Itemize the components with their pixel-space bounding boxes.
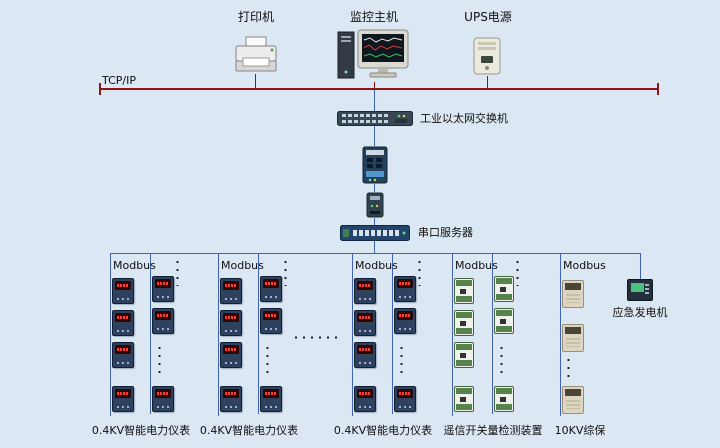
power-meter-icon: [220, 310, 242, 336]
tcpip-label: TCP/IP: [102, 74, 136, 87]
power-meter-icon: [354, 310, 376, 336]
modbus-label: Modbus: [355, 259, 398, 272]
printer-drop-line: [255, 74, 256, 89]
protection-relay-icon: [562, 324, 584, 352]
generator-label: 应急发电机: [612, 306, 668, 319]
vertical-ellipsis: [567, 356, 570, 382]
bus-line: [150, 253, 151, 414]
ups-label: UPS电源: [464, 10, 512, 24]
bus-line: [640, 253, 641, 279]
group-caption: 0.4KV智能电力仪表: [199, 424, 299, 437]
power-meter-icon: [152, 386, 174, 412]
monitor-host-label: 监控主机: [349, 10, 398, 24]
network-line: [374, 241, 375, 253]
power-meter-icon: [354, 386, 376, 412]
vertical-ellipsis: [418, 258, 421, 286]
power-meter-icon: [112, 342, 134, 368]
io-module-icon: [494, 308, 514, 334]
network-line: [374, 218, 375, 225]
power-meter-icon: [394, 386, 416, 412]
power-meter-icon: [354, 342, 376, 368]
vertical-ellipsis: [500, 344, 503, 378]
bus-line: [392, 253, 393, 414]
bus-line: [452, 253, 453, 416]
horizontal-ellipsis: [292, 336, 340, 339]
serial-server-icon: [340, 225, 410, 241]
power-meter-icon: [260, 276, 282, 302]
io-module-icon: [454, 386, 474, 412]
modbus-label: Modbus: [455, 259, 498, 272]
vertical-ellipsis: [516, 258, 519, 286]
group-caption: 0.4KV智能电力仪表: [333, 424, 433, 437]
bus-line: [560, 253, 561, 416]
modbus-label: Modbus: [113, 259, 156, 272]
ethernet-switch-label: 工业以太网交换机: [420, 112, 508, 125]
power-meter-icon: [260, 308, 282, 334]
ups-icon: [473, 37, 501, 75]
power-meter-icon: [112, 278, 134, 304]
serial-server-label: 串口服务器: [418, 226, 473, 239]
network-line: [374, 184, 375, 192]
bus-line: [110, 253, 111, 416]
io-module-icon: [454, 342, 474, 368]
ups-drop-line: [487, 76, 488, 89]
io-module-icon: [454, 310, 474, 336]
power-meter-icon: [220, 386, 242, 412]
modbus-label: Modbus: [221, 259, 264, 272]
power-meter-icon: [394, 308, 416, 334]
network-line: [374, 126, 375, 146]
group-caption: 10KV综保: [554, 424, 606, 437]
power-meter-icon: [112, 310, 134, 336]
vertical-ellipsis: [400, 344, 403, 378]
power-meter-icon: [112, 386, 134, 412]
power-meter-icon: [354, 278, 376, 304]
io-module-icon: [494, 276, 514, 302]
modbus-label: Modbus: [563, 259, 606, 272]
power-meter-icon: [152, 276, 174, 302]
media-converter-icon: [366, 192, 384, 218]
din-rail-switch-icon: [362, 146, 388, 184]
network-line: [374, 90, 375, 111]
protection-relay-icon: [562, 386, 584, 414]
power-meter-icon: [260, 386, 282, 412]
protection-relay-icon: [562, 280, 584, 308]
vertical-ellipsis: [176, 258, 179, 286]
printer-label: 打印机: [237, 10, 274, 24]
io-module-icon: [494, 386, 514, 412]
generator-controller-icon: [627, 279, 653, 301]
power-meter-icon: [220, 342, 242, 368]
bus-line: [258, 253, 259, 414]
group-caption: 0.4KV智能电力仪表: [91, 424, 191, 437]
power-meter-icon: [152, 308, 174, 334]
monitor-host-icon: [337, 29, 409, 79]
tcpip-bus-line: [100, 88, 658, 90]
ethernet-switch-icon: [337, 111, 413, 126]
vertical-ellipsis: [284, 258, 287, 286]
group-caption: 遥信开关量检测装置: [443, 424, 543, 437]
tcpip-end-tick: [657, 83, 659, 95]
field-bus-line: [110, 253, 640, 254]
printer-icon: [235, 36, 277, 72]
bus-line: [352, 253, 353, 416]
power-meter-icon: [394, 276, 416, 302]
io-module-icon: [454, 278, 474, 304]
tcpip-end-tick: [99, 83, 101, 95]
bus-line: [492, 253, 493, 414]
bus-line: [218, 253, 219, 416]
host-drop-line: [374, 82, 375, 89]
vertical-ellipsis: [266, 344, 269, 378]
vertical-ellipsis: [158, 344, 161, 378]
power-meter-icon: [220, 278, 242, 304]
